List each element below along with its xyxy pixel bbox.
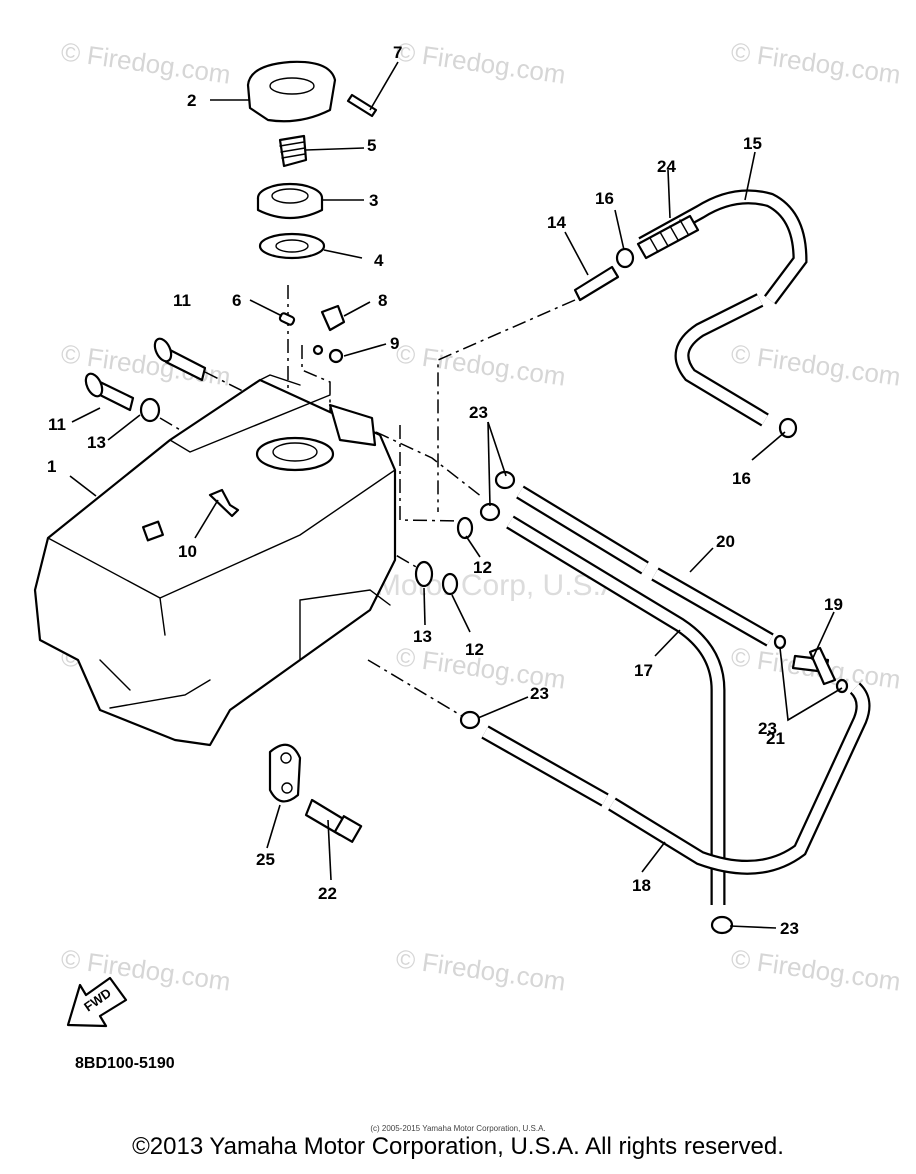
callout-leaders bbox=[69, 61, 843, 929]
callout-number: 12 bbox=[465, 640, 484, 659]
fwd-arrow: FWD bbox=[66, 976, 128, 1028]
watermark: © Firedog.com bbox=[729, 338, 902, 391]
watermark: © Firedog.com bbox=[394, 36, 567, 89]
watermark: © Firedog.com bbox=[394, 943, 567, 996]
callout-number: 23 bbox=[469, 403, 488, 422]
callout-number: 24 bbox=[657, 157, 676, 176]
watermark: © Firedog.com bbox=[59, 943, 232, 996]
callout-number: 25 bbox=[256, 850, 275, 869]
fuel-tank bbox=[33, 374, 397, 747]
callout-number: 19 bbox=[824, 595, 843, 614]
callout-number: 22 bbox=[318, 884, 337, 903]
callout-number: 15 bbox=[743, 134, 762, 153]
callout-number: 11 bbox=[48, 415, 66, 434]
small-copyright: (c) 2005-2015 Yamaha Motor Corporation, … bbox=[370, 1124, 546, 1133]
callout-number: 2 bbox=[187, 91, 196, 110]
callout-number: 20 bbox=[716, 532, 735, 551]
callout-number: 23 bbox=[780, 919, 799, 938]
callout-number: 13 bbox=[413, 627, 432, 646]
callout-number: 16 bbox=[732, 469, 751, 488]
callout-number: 8 bbox=[378, 291, 387, 310]
callout-number: 10 bbox=[178, 542, 197, 561]
callout-number: 3 bbox=[369, 191, 378, 210]
callout-number: 16 bbox=[595, 189, 614, 208]
callout-number: 5 bbox=[367, 136, 376, 155]
callout-number: 17 bbox=[634, 661, 653, 680]
callout-number: 13 bbox=[87, 433, 106, 452]
watermark: © Firedog.com bbox=[729, 943, 902, 996]
footer-copyright: ©2013 Yamaha Motor Corporation, U.S.A. A… bbox=[132, 1133, 784, 1160]
callout-number: 23 bbox=[758, 719, 777, 738]
callout-number: 1 bbox=[47, 457, 56, 476]
callout-number: 18 bbox=[632, 876, 651, 895]
callout-labels: 1 2 3 4 5 6 7 8 9 10 11 11 12 12 13 13 1… bbox=[47, 43, 843, 938]
callout-number: 23 bbox=[530, 684, 549, 703]
callout-number: 14 bbox=[547, 213, 566, 232]
watermark: © Firedog.com bbox=[729, 36, 902, 89]
fasteners bbox=[84, 265, 620, 843]
watermark: © Firedog.com bbox=[59, 36, 232, 89]
watermark: © Firedog.com bbox=[394, 338, 567, 391]
callout-number: 12 bbox=[473, 558, 492, 577]
callout-number: 7 bbox=[393, 43, 402, 62]
callout-number: 21 bbox=[766, 729, 785, 748]
callout-number: 9 bbox=[390, 334, 399, 353]
callout-number: 11 bbox=[173, 291, 191, 310]
diagram-code: 8BD100-5190 bbox=[75, 1055, 175, 1072]
filler-cap-assembly bbox=[208, 60, 378, 518]
hoses bbox=[481, 189, 871, 905]
callout-number: 4 bbox=[374, 251, 384, 270]
callout-number: 6 bbox=[232, 291, 241, 310]
